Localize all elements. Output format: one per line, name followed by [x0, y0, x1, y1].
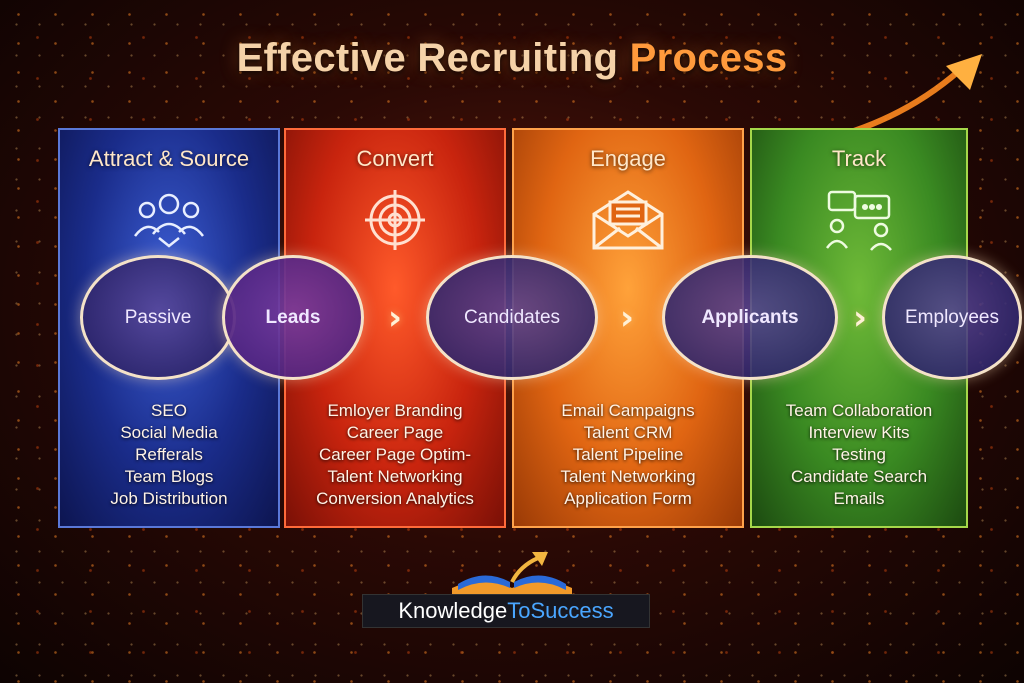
page-title: Effective Recruiting Process	[0, 36, 1024, 81]
stage-items: SEO Social Media Refferals Team Blogs Jo…	[60, 400, 278, 510]
people-group-icon	[134, 193, 204, 248]
stage-title: Track	[831, 146, 887, 171]
stage-items: Emloyer Branding Career Page Career Page…	[286, 400, 504, 510]
list-item: Conversion Analytics	[316, 489, 474, 508]
list-item: Talent Pipeline	[572, 445, 684, 464]
flow-node-leads: Leads	[222, 255, 364, 380]
list-item: Application Form	[564, 489, 692, 508]
list-item: Career Page	[346, 423, 444, 442]
list-item: Talent Networking	[327, 467, 463, 486]
flow-node-passive: Passive	[80, 255, 236, 380]
stage-items: Team Collaboration Interview Kits Testin…	[752, 400, 966, 510]
list-item: Team Collaboration	[785, 401, 933, 420]
stage-title: Attract & Source	[88, 146, 250, 171]
list-item: Candidate Search	[790, 467, 928, 486]
flow-node-applicants: Applicants	[662, 255, 838, 380]
list-item: Interview Kits	[808, 423, 910, 442]
brand-name-part1: Knowledge	[398, 598, 508, 623]
list-item: Refferals	[135, 445, 203, 464]
flow-node-candidates: Candidates	[426, 255, 598, 380]
open-book-icon	[452, 552, 572, 594]
list-item: Social Media	[120, 423, 218, 442]
list-item: Testing	[832, 445, 886, 464]
chevron-right-icon: ›	[387, 298, 402, 338]
title-main: Effective Recruiting	[236, 36, 630, 80]
stage-title: Convert	[356, 146, 434, 171]
brand-logo: KnowledgeToSuccess	[362, 548, 662, 628]
list-item: Emloyer Branding	[327, 401, 463, 420]
list-item: Emails	[833, 489, 885, 508]
stage-title: Engage	[590, 146, 666, 171]
list-item: Career Page Optim-	[318, 445, 472, 464]
chevron-right-icon: ›	[852, 298, 867, 338]
chat-people-icon	[825, 190, 892, 251]
envelope-icon	[592, 190, 664, 250]
chevron-right-icon: ›	[619, 298, 634, 338]
list-item: Team Blogs	[124, 467, 214, 486]
list-item: Talent Networking	[560, 467, 696, 486]
list-item: Email Campaigns	[561, 401, 695, 420]
list-item: SEO	[151, 401, 187, 420]
flow-node-employees: Employees	[882, 255, 1022, 380]
title-accent: Process	[629, 36, 788, 80]
target-icon	[365, 190, 425, 250]
list-item: Talent CRM	[583, 423, 673, 442]
brand-name: KnowledgeToSuccess	[362, 594, 650, 628]
list-item: Job Distribution	[110, 489, 228, 508]
brand-name-part2: ToSuccess	[507, 598, 614, 623]
stage-items: Email Campaigns Talent CRM Talent Pipeli…	[514, 400, 742, 510]
